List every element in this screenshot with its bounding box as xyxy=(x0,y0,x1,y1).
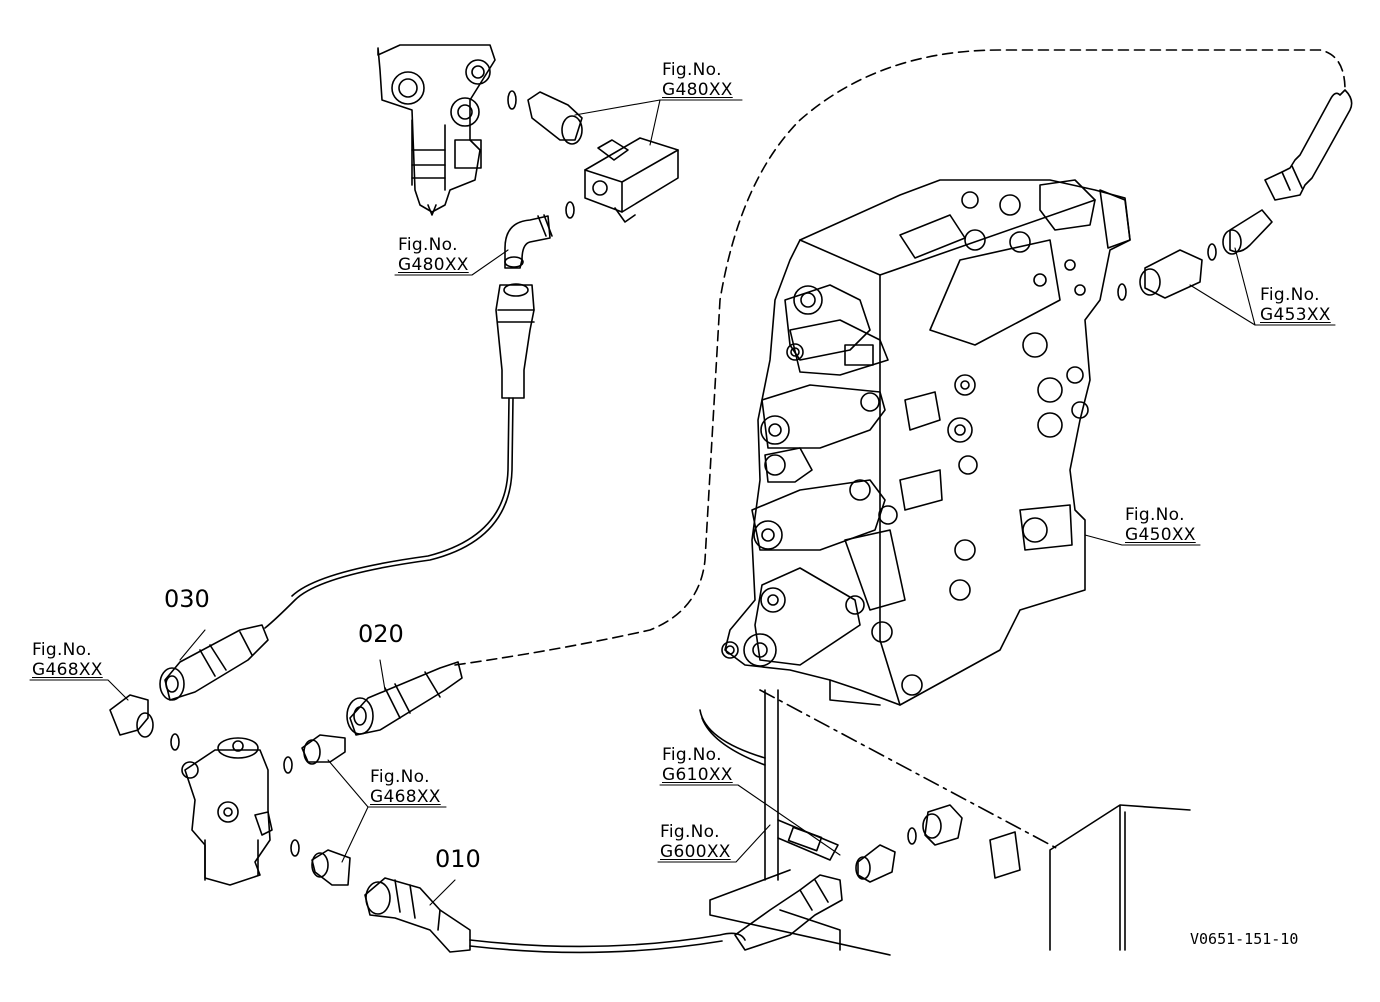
top-valve-assembly xyxy=(377,44,679,399)
fig-ref-g468-center: Fig.No. G468XX xyxy=(370,767,441,807)
fig-ref-line1: Fig.No. xyxy=(1125,505,1185,525)
fig-ref-line1: Fig.No. xyxy=(662,60,722,80)
main-control-valve xyxy=(721,179,1131,706)
fig-ref-code: G453XX xyxy=(1260,305,1331,325)
leader-lines xyxy=(29,99,1336,906)
fig-ref-code: G468XX xyxy=(370,787,441,807)
hose-020-dashed xyxy=(454,49,1346,666)
bottom-left-valve xyxy=(109,694,351,886)
fig-ref-line1: Fig.No. xyxy=(662,745,722,765)
frame-lines xyxy=(699,689,1191,956)
hose-end-fittings xyxy=(159,624,963,953)
fig-ref-g600: Fig.No. G600XX xyxy=(660,822,731,862)
hose-lines xyxy=(264,49,1346,954)
fig-ref-code: G468XX xyxy=(32,660,103,680)
part-number-010: 010 xyxy=(435,845,481,873)
fig-ref-code: G450XX xyxy=(1125,525,1196,545)
fig-ref-g480-mid: Fig.No. G480XX xyxy=(398,235,469,275)
fig-ref-line1: Fig.No. xyxy=(398,235,458,255)
fig-ref-g468-left: Fig.No. G468XX xyxy=(32,640,103,680)
fig-ref-code: G610XX xyxy=(662,765,733,785)
fig-ref-code: G600XX xyxy=(660,842,731,862)
part-number-020: 020 xyxy=(358,620,404,648)
fig-ref-g480-top: Fig.No. G480XX xyxy=(662,60,733,100)
fig-ref-line1: Fig.No. xyxy=(32,640,92,660)
fig-ref-line1: Fig.No. xyxy=(370,767,430,787)
fig-ref-code: G480XX xyxy=(662,80,733,100)
drawing-code: V0651-151-10 xyxy=(1190,930,1299,948)
hose-030-side xyxy=(291,397,510,597)
fig-ref-code: G480XX xyxy=(398,255,469,275)
hose-010-b xyxy=(469,940,723,954)
hose-030 xyxy=(264,397,514,629)
fig-ref-line1: Fig.No. xyxy=(1260,285,1320,305)
part-number-030: 030 xyxy=(164,585,210,613)
fig-ref-g453: Fig.No. G453XX xyxy=(1260,285,1331,325)
fig-ref-g450: Fig.No. G450XX xyxy=(1125,505,1196,545)
right-fittings xyxy=(1117,89,1353,301)
fig-ref-line1: Fig.No. xyxy=(660,822,720,842)
fig-ref-g610: Fig.No. G610XX xyxy=(662,745,733,785)
